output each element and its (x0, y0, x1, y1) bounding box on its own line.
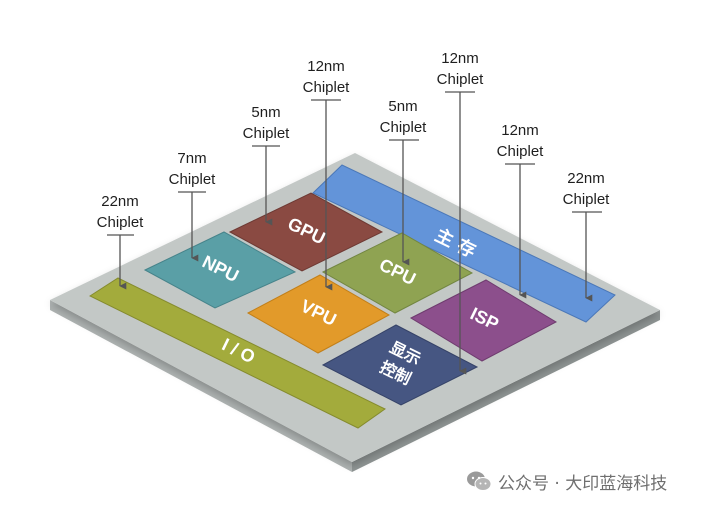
callout-label: Chiplet (242, 125, 290, 142)
callout-isp: 12nm Chiplet (472, 120, 568, 162)
substrate-side-left (50, 300, 352, 472)
callout-node: 7nm (177, 150, 207, 167)
callout-memory: 22nm Chiplet (538, 168, 634, 210)
callout-display-control: 12nm Chiplet (412, 48, 508, 90)
callout-node: 12nm (441, 50, 479, 67)
vpu-block: VPU (246, 274, 391, 354)
gpu-block: GPU (228, 192, 384, 272)
memory-block: 主 存 (312, 164, 616, 323)
callout-label: Chiplet (168, 171, 216, 188)
callout-label: Chiplet (96, 214, 144, 231)
substrate-side-right (352, 310, 660, 472)
callout-node: 22nm (101, 193, 139, 210)
callout-node: 5nm (388, 98, 418, 115)
npu-block: NPU (143, 231, 297, 309)
io-block: I / O (88, 277, 386, 429)
isp-block: ISP (409, 279, 558, 362)
callout-gpu: 5nm Chiplet (218, 102, 314, 144)
display-control-block: 显示 控制 (321, 324, 479, 406)
callout-vpu: 12nm Chiplet (278, 56, 374, 98)
callout-label: Chiplet (302, 79, 350, 96)
callout-label: Chiplet (379, 119, 427, 136)
callout-node: 22nm (567, 170, 605, 187)
callout-npu: 7nm Chiplet (144, 148, 240, 190)
callout-node: 12nm (501, 122, 539, 139)
watermark: 公众号 · 大印蓝海科技 (466, 468, 667, 494)
callout-label: Chiplet (496, 143, 544, 160)
callout-node: 12nm (307, 58, 345, 75)
callout-io: 22nm Chiplet (72, 191, 168, 233)
cpu-block: CPU (321, 232, 474, 314)
callout-label: Chiplet (436, 71, 484, 88)
callout-label: Chiplet (562, 191, 610, 208)
callout-lines (107, 91, 602, 375)
callout-cpu: 5nm Chiplet (355, 96, 451, 138)
watermark-text: 公众号 · 大印蓝海科技 (498, 473, 668, 494)
callout-node: 5nm (251, 104, 281, 121)
wechat-icon (467, 471, 492, 491)
